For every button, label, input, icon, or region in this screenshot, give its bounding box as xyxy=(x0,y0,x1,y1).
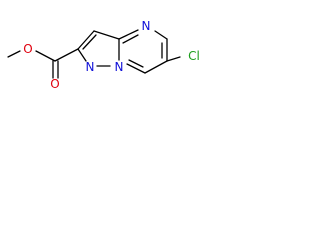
bond-c7-n7a xyxy=(126,63,146,74)
bond-c6-chlorine xyxy=(166,56,181,62)
bond-c6-c7 xyxy=(144,60,168,74)
chlorine-label: Cl xyxy=(188,49,200,63)
pyrazole-nitrogen-label: N xyxy=(86,60,95,74)
bond-methyl-oxygen xyxy=(7,50,21,58)
bond-oxygen-carbonyl-carbon xyxy=(35,50,56,62)
bond-c2-c3 xyxy=(77,30,95,50)
pyrimidine-nitrogen-label: N xyxy=(142,19,151,33)
bond-c3a-n4 xyxy=(118,29,139,40)
bond-c2-n1 xyxy=(77,48,87,62)
bridgehead-nitrogen-label: N xyxy=(115,60,124,74)
bond-c7-n7a-inner xyxy=(128,59,144,68)
bond-c2-c3-inner xyxy=(82,34,97,50)
bond-c3-c3a xyxy=(93,30,120,40)
chemical-structure-diagram: O O N N N Cl xyxy=(7,19,200,88)
methyl-ester-oxygen-label: O xyxy=(23,42,32,56)
bond-c3a-n4-inner xyxy=(122,34,139,44)
carbonyl-oxygen-label: O xyxy=(50,77,59,88)
bond-n4-c5 xyxy=(154,30,168,40)
bond-carbonyl-to-ring xyxy=(54,48,79,62)
